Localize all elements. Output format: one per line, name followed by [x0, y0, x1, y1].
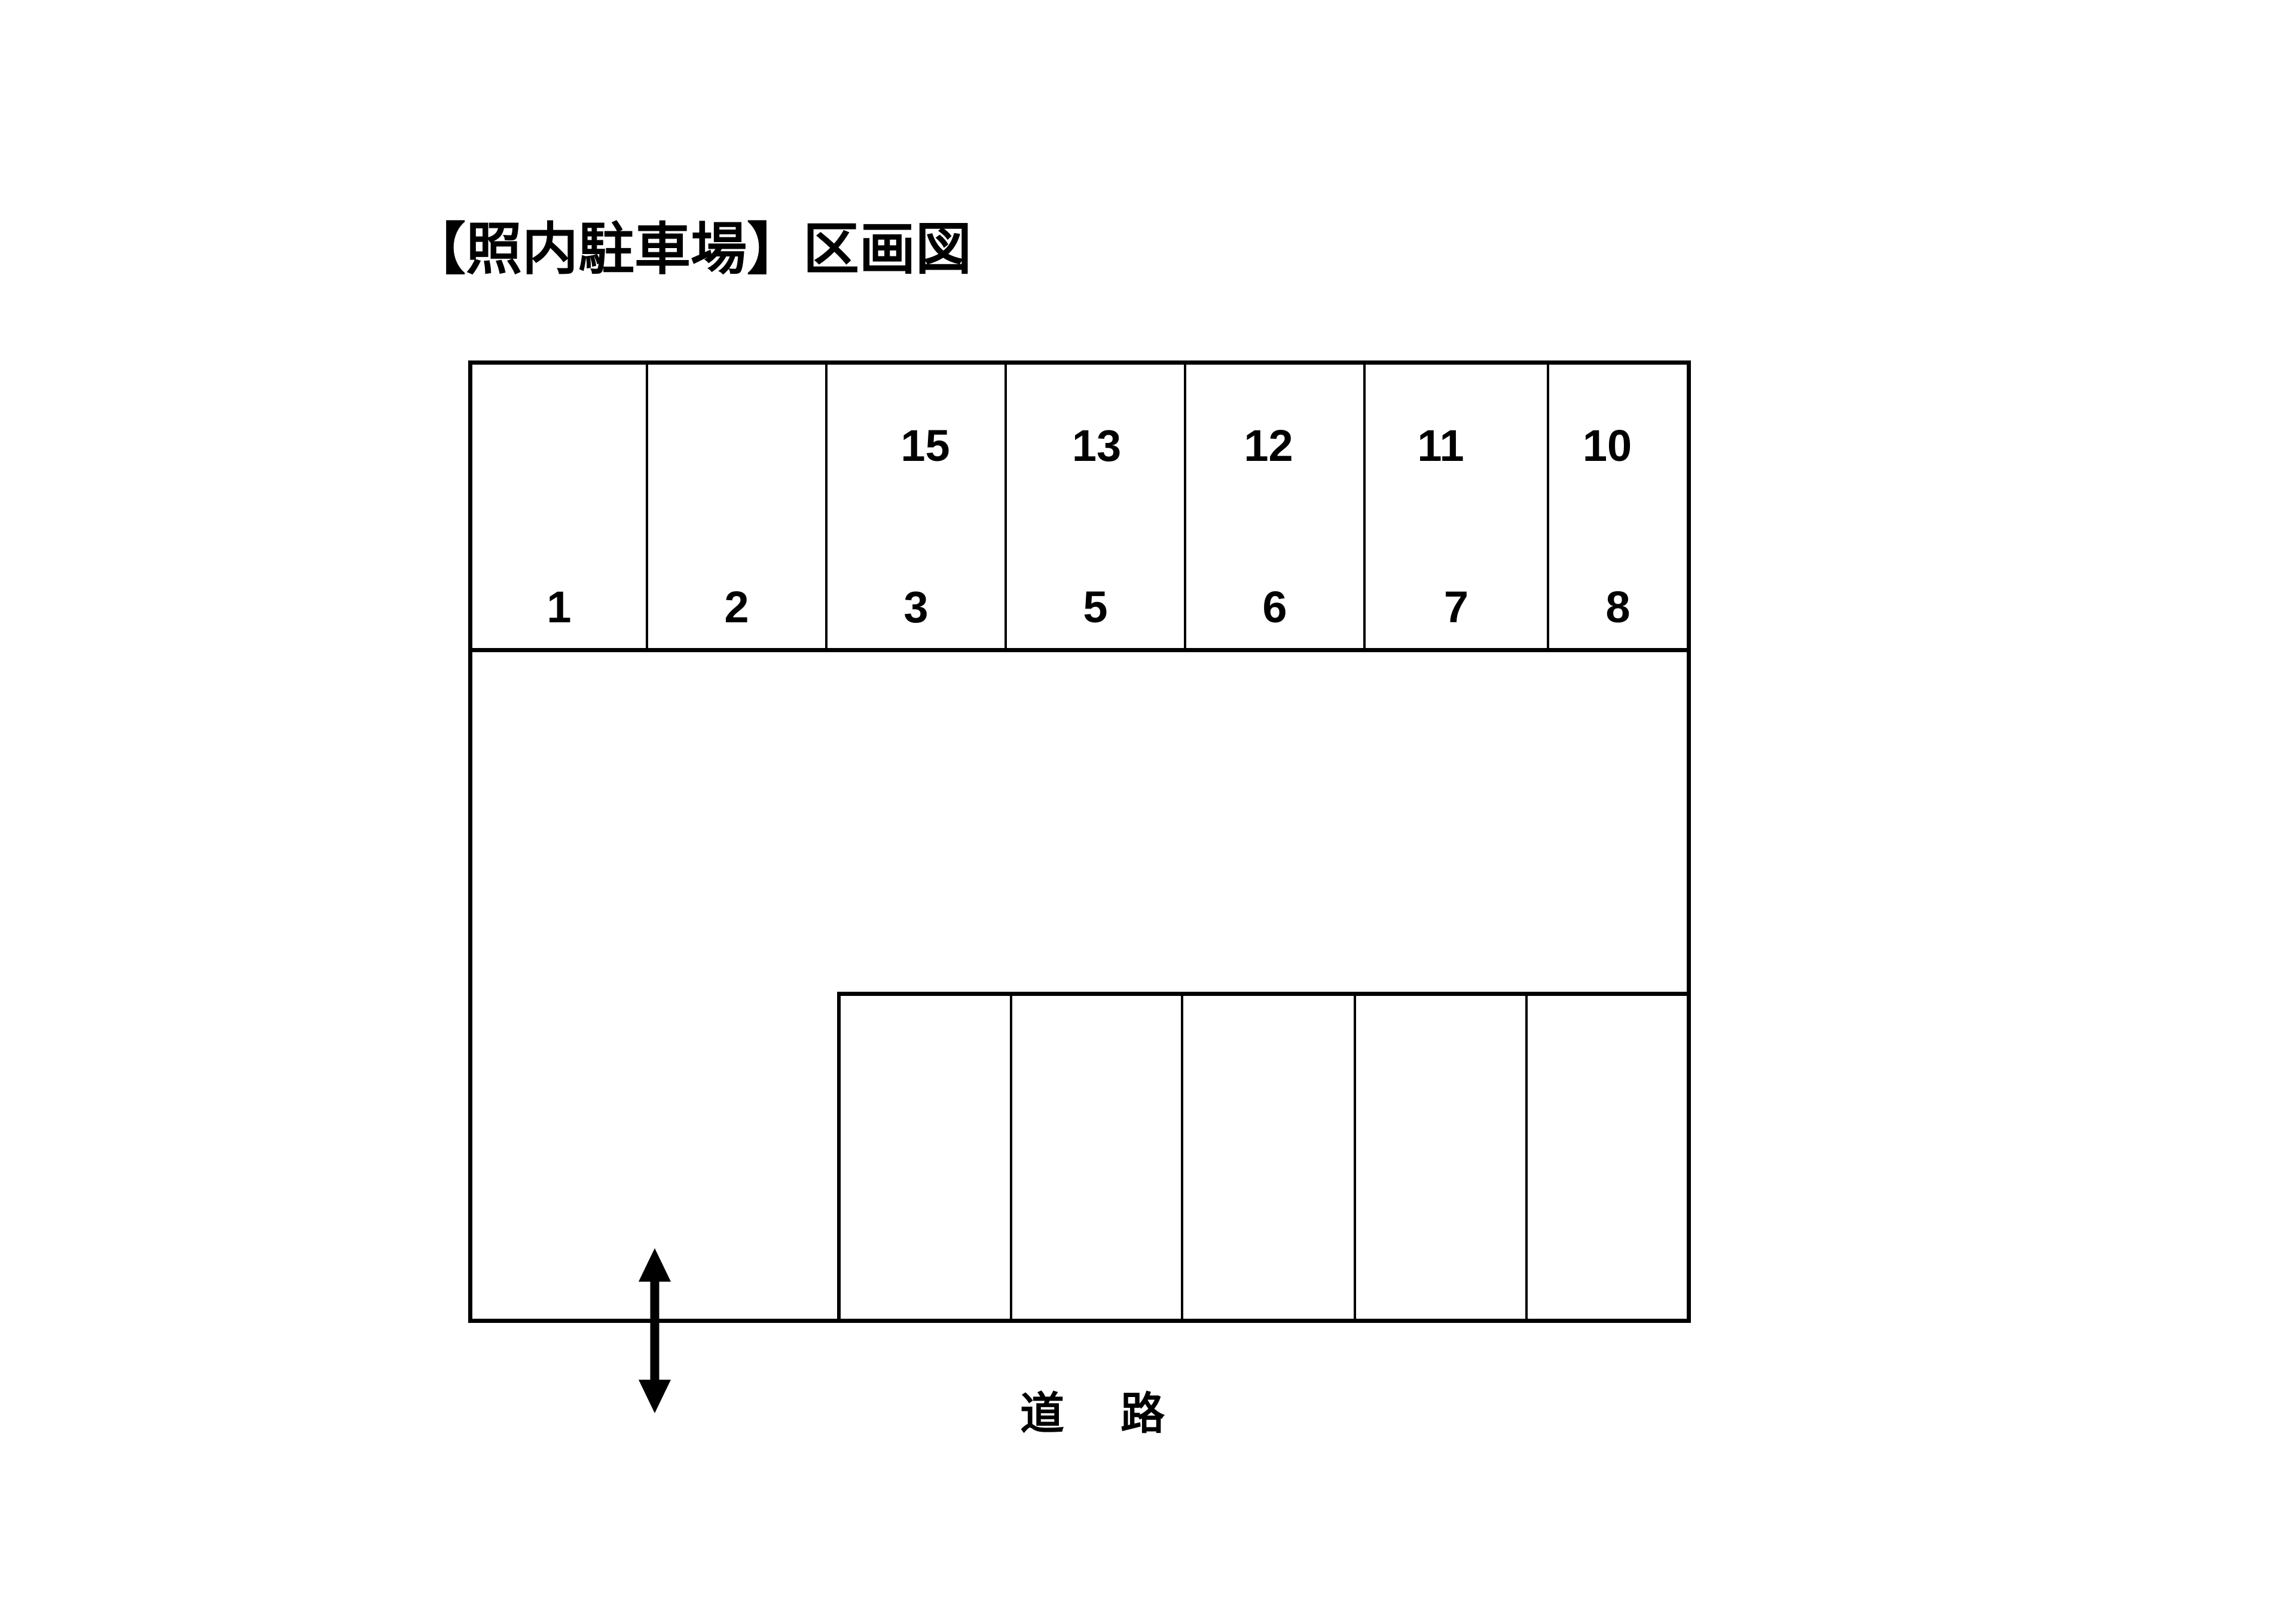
stall-south-13[interactable]: 13 — [1071, 421, 1122, 470]
north-divider-2 — [825, 360, 828, 648]
stall-north-7[interactable]: 7 — [1443, 582, 1469, 632]
north-divider-4 — [1184, 360, 1186, 648]
stall-north-5[interactable]: 5 — [1083, 582, 1108, 632]
stall-north-2[interactable]: 2 — [724, 582, 749, 632]
stall-south-12[interactable]: 12 — [1244, 421, 1293, 470]
stall-north-3[interactable]: 3 — [903, 582, 929, 632]
page-title: 【照内駐車場】区画図 — [410, 218, 972, 280]
entrance-double-arrow-icon — [639, 1248, 671, 1413]
north-row-bottom-line — [468, 648, 1691, 652]
lot-edge-left — [468, 360, 472, 1323]
south-divider-2 — [1181, 994, 1183, 1323]
north-divider-6 — [1547, 360, 1549, 648]
south-block-left-wall — [837, 992, 841, 1323]
stall-south-11[interactable]: 11 — [1417, 421, 1464, 470]
lot-edge-bottom — [468, 1319, 1691, 1323]
south-divider-3 — [1354, 994, 1356, 1323]
north-divider-5 — [1363, 360, 1366, 648]
north-divider-3 — [1004, 360, 1007, 648]
lot-boundary: 1 2 3 5 6 7 8 15 13 12 11 10 — [468, 360, 1691, 1323]
stall-north-8[interactable]: 8 — [1605, 582, 1631, 632]
south-divider-1 — [1010, 994, 1012, 1323]
stall-south-10[interactable]: 10 — [1582, 421, 1632, 470]
lot-edge-right — [1687, 360, 1691, 1323]
stall-north-1[interactable]: 1 — [546, 582, 572, 632]
road-label: 道 路 — [1020, 1389, 1171, 1438]
lot-edge-top — [468, 360, 1691, 365]
stall-north-6[interactable]: 6 — [1262, 582, 1287, 632]
south-row-top-line — [837, 992, 1691, 996]
stall-south-15[interactable]: 15 — [900, 421, 950, 470]
south-divider-4 — [1525, 994, 1528, 1323]
north-divider-1 — [646, 360, 648, 648]
